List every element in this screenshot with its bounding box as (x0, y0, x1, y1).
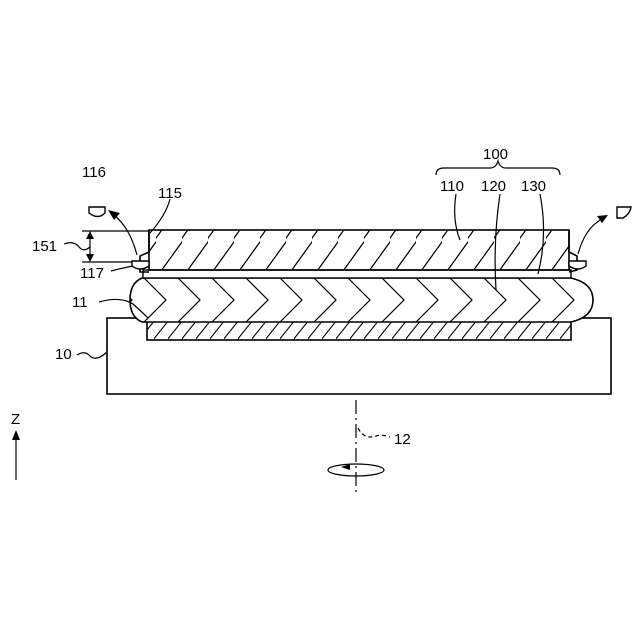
drop-117 (132, 261, 149, 269)
label-gap: 151 (32, 238, 57, 255)
leader-117 (111, 266, 133, 271)
label-drop: 117 (80, 265, 104, 282)
dim-151-arrow-up (86, 231, 94, 239)
arrow-right-head (597, 215, 608, 223)
arrow-right-curve (578, 219, 602, 254)
label-layer-mid: 120 (481, 178, 506, 195)
label-group: 100 (483, 146, 508, 163)
arrow-left-curve (114, 215, 137, 255)
nozzle-right (617, 207, 631, 218)
drop-right (569, 261, 586, 269)
label-liquid: 11 (72, 294, 88, 311)
layer-110 (149, 230, 569, 270)
label-chuck-part: 115 (158, 185, 182, 202)
nozzle-116 (89, 207, 105, 217)
dim-151-arrow-down (86, 254, 94, 262)
leader-115 (150, 199, 170, 233)
leader-151 (64, 243, 90, 250)
leader-12 (358, 428, 390, 437)
label-z-axis: Z (11, 411, 20, 428)
label-layer-top: 110 (440, 178, 464, 195)
label-stage: 10 (55, 346, 72, 363)
brace-100 (436, 161, 560, 175)
leader-10 (77, 352, 107, 358)
label-nozzle: 116 (82, 164, 106, 181)
label-layer-bot: 130 (521, 178, 546, 195)
liquid-layer (110, 278, 608, 322)
layer-130 (143, 270, 571, 278)
label-axis: 12 (394, 431, 411, 448)
z-axis-arrow-head (12, 430, 20, 440)
